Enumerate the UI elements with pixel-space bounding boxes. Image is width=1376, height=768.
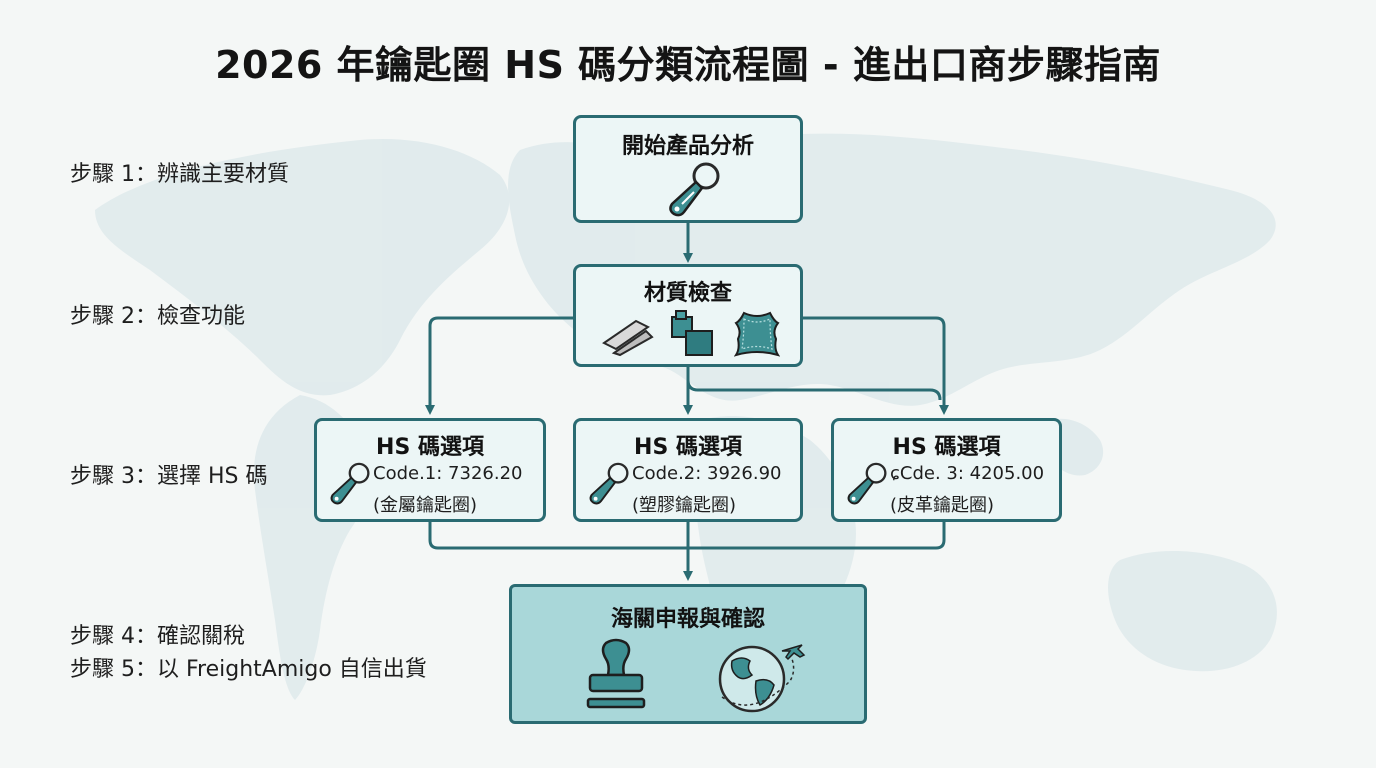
start-analysis-title: 開始產品分析 — [621, 134, 754, 159]
hs-option-1-code: Code.1: 7326.20 — [373, 463, 523, 484]
globe-airplane-icon — [718, 644, 806, 713]
leather-icon — [734, 311, 780, 357]
hs-option-1-title: HS 碼選項 — [376, 435, 484, 460]
hs-option-2-code: Code.2: 3926.90 — [632, 463, 782, 484]
material-check-box: 材質檢查 — [573, 264, 803, 367]
start-analysis-box: 開始產品分析 — [573, 115, 803, 223]
customs-stamp-icon — [586, 638, 646, 709]
step-1-label: 步驟 1：辨識主要材質 — [70, 162, 289, 187]
keychain-icon — [669, 162, 720, 217]
page-title: 2026 年鑰匙圈 HS 碼分類流程圖 - 進出口商步驟指南 — [215, 43, 1161, 87]
step-2-label: 步驟 2：檢查功能 — [70, 304, 245, 329]
hs-option-2-material: (塑膠鑰匙圈) — [632, 495, 737, 516]
keychain-icon — [847, 462, 887, 505]
hs-option-box-2: HS 碼選項 Code.2: 3926.90 (塑膠鑰匙圈) — [573, 418, 803, 522]
keychain-icon — [589, 462, 629, 505]
metal-bars-icon — [602, 319, 654, 357]
hs-option-box-1: HS 碼選項 Code.1: 7326.20 (金屬鑰匙圈) — [314, 418, 546, 522]
material-check-title: 材質檢查 — [643, 281, 732, 306]
step-5-label: 步驟 5：以 FreightAmigo 自信出貨 — [70, 657, 427, 682]
hs-option-3-material: (皮革鑰匙圈) — [890, 495, 995, 516]
hs-option-3-title: HS 碼選項 — [892, 435, 1001, 460]
keychain-icon — [330, 462, 370, 505]
hs-option-3-code: ɕCde. 3: 4205.00 — [890, 463, 1045, 484]
customs-declaration-title: 海關申報與確認 — [610, 607, 765, 632]
plastic-blocks-icon — [671, 310, 713, 356]
hs-option-1-material: (金屬鑰匙圈) — [373, 495, 478, 516]
step-4-label: 步驟 4：確認關稅 — [70, 624, 245, 649]
step-3-label: 步驟 3：選擇 HS 碼 — [70, 464, 268, 489]
hs-option-2-title: HS 碼選項 — [634, 435, 742, 460]
customs-declaration-box: 海關申報與確認 — [509, 584, 867, 724]
hs-option-box-3: HS 碼選項 ɕCde. 3: 4205.00 (皮革鑰匙圈) — [831, 418, 1062, 522]
